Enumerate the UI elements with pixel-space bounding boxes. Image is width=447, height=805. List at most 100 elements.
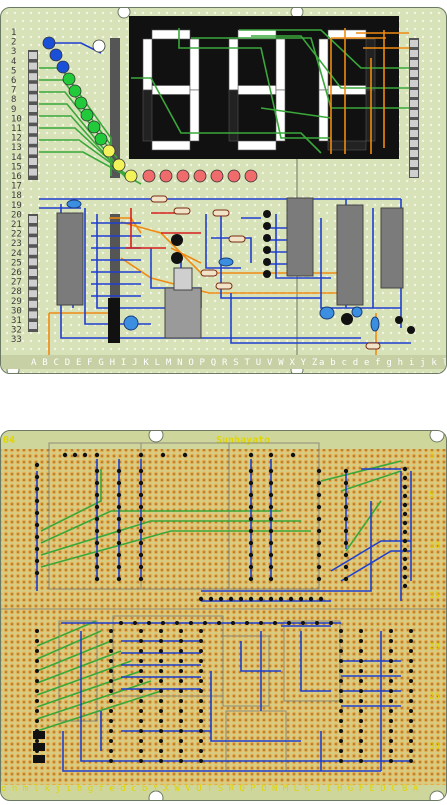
row-number: 5	[11, 66, 16, 76]
top-board-drawing: 1234567891011121314151617181920212223242…	[1, 8, 447, 373]
row-number: 25	[11, 258, 22, 268]
ic-chips	[56, 197, 404, 343]
row-number: 14	[11, 153, 22, 163]
mount-notch	[148, 790, 164, 800]
led	[124, 169, 138, 183]
wires-green	[36, 460, 402, 732]
segment	[275, 38, 286, 91]
row-number: 7	[11, 86, 16, 96]
segment	[327, 140, 367, 151]
ic-driver	[286, 197, 314, 277]
row-number: 1	[11, 28, 16, 38]
tactile-switch	[108, 298, 120, 343]
regulator-tab	[173, 267, 193, 291]
row-number: 12	[11, 134, 22, 144]
segment	[151, 140, 191, 151]
segment	[142, 38, 153, 91]
row-number: 30	[429, 742, 440, 752]
row-number: 6	[11, 76, 16, 86]
led	[80, 108, 94, 122]
segment	[327, 85, 367, 95]
led	[42, 36, 56, 50]
brand-label: Sunhayato	[216, 435, 270, 446]
segment	[228, 38, 239, 91]
display-digit	[142, 29, 200, 151]
ic-right-2	[380, 207, 404, 289]
row-number: 31	[11, 316, 22, 326]
row-number: 10	[11, 114, 22, 124]
wires-blue	[36, 459, 412, 772]
row-number: 1	[429, 451, 434, 461]
pad-grid	[1, 449, 446, 785]
column-labels-left: A B C D E F G H I J K L M N O P Q R S T …	[31, 358, 318, 368]
smd-blocks	[33, 731, 45, 763]
header-pins-right	[409, 38, 419, 178]
segment	[189, 38, 200, 91]
segment	[318, 89, 329, 142]
segment	[151, 29, 191, 40]
row-number: 9	[11, 105, 16, 115]
segment	[228, 89, 239, 142]
row-number: 19	[11, 201, 22, 211]
column-labels-right: a b c d e f g h i j k l m n o	[319, 358, 447, 368]
led	[176, 169, 190, 183]
row-number: 15	[11, 162, 22, 172]
passives	[66, 195, 381, 350]
row-number: 29	[11, 297, 22, 307]
row-number: 16	[11, 172, 22, 182]
row-number: 2	[11, 38, 16, 48]
ic-right-1	[336, 204, 364, 306]
row-number: 32	[11, 326, 22, 336]
row-number: 13	[11, 143, 22, 153]
led	[87, 120, 101, 134]
led	[112, 158, 126, 172]
led-array	[42, 36, 258, 183]
row-number: 8	[11, 95, 16, 105]
column-label-strip	[1, 355, 446, 369]
header-pins-left	[28, 50, 38, 332]
row-number: 27	[11, 278, 22, 288]
row-number-column: 1234567891011121314151617181920212223242…	[11, 28, 22, 345]
row-number: 28	[11, 287, 22, 297]
led	[62, 72, 76, 86]
mount-notch	[117, 8, 131, 19]
row-number: 5	[429, 491, 434, 501]
segment	[327, 29, 367, 40]
led	[74, 96, 88, 110]
row-number: 22	[11, 230, 22, 240]
row-number: 33	[11, 335, 22, 345]
segment	[189, 89, 200, 142]
row-number: 10	[429, 541, 440, 551]
led	[210, 169, 224, 183]
transistors	[171, 210, 415, 334]
row-number: 20	[11, 210, 22, 220]
row-number: 17	[11, 182, 22, 192]
led	[68, 84, 82, 98]
header-pins-mid	[110, 214, 120, 326]
led	[227, 169, 241, 183]
mount-notch	[148, 431, 164, 443]
column-labels-bottom: o n m l k j i h g f e d c b Y X W V U T …	[1, 784, 419, 794]
led	[244, 169, 258, 183]
row-number: 26	[11, 268, 22, 278]
row-number: 23	[11, 239, 22, 249]
header-pins-mid	[110, 38, 120, 178]
led	[56, 60, 70, 74]
mount-notch	[429, 431, 445, 443]
row-number: 25	[429, 692, 440, 702]
led	[193, 169, 207, 183]
row-number: 15	[429, 591, 440, 601]
regulator	[164, 287, 202, 339]
board-id-label: 04	[3, 435, 15, 446]
ic-left	[56, 212, 84, 306]
segment	[237, 140, 277, 151]
row-number: 21	[11, 220, 22, 230]
wires-red	[126, 208, 201, 249]
row-number: 24	[11, 249, 22, 259]
row-number: 11	[11, 124, 22, 134]
row-number: 20	[429, 642, 440, 652]
